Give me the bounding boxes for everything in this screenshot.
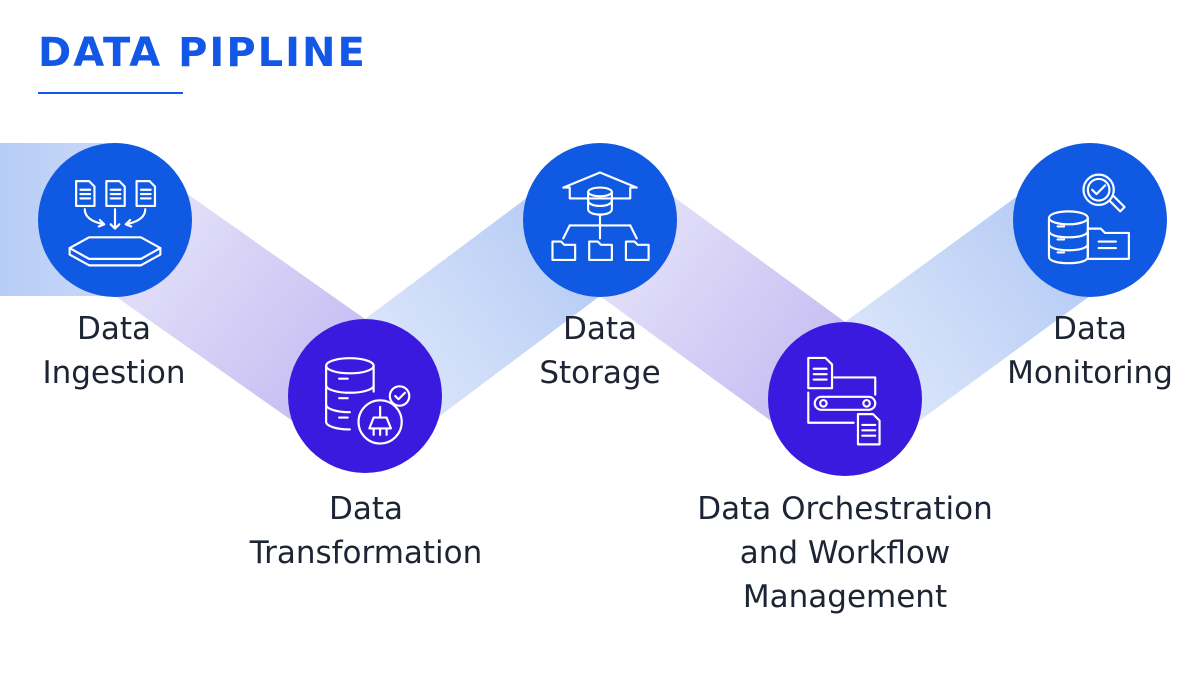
- stage-label-line: Management: [742, 579, 948, 615]
- stage-label-storage: Data Storage: [539, 307, 660, 395]
- stage-node-transformation: [288, 319, 442, 473]
- database-hierarchy-folders-icon: [551, 171, 650, 262]
- workflow-documents-icon: [807, 356, 881, 446]
- stage-label-line: Data: [1052, 311, 1128, 347]
- stage-label-transformation: Data Transformation: [250, 487, 483, 575]
- documents-into-tray-icon: [68, 180, 162, 267]
- stage-label-orchestration: Data Orchestration and Workflow Manageme…: [697, 487, 993, 619]
- title-underline: [38, 92, 183, 94]
- stage-node-monitoring: [1013, 143, 1167, 297]
- stage-label-line: Ingestion: [42, 355, 186, 391]
- stage-label-line: Data: [76, 311, 152, 347]
- stage-node-ingestion: [38, 143, 192, 297]
- database-cleaning-icon: [325, 357, 411, 445]
- stage-label-line: Data Orchestration: [697, 491, 993, 527]
- stage-label-line: Storage: [539, 355, 661, 391]
- database-magnifier-icon: [1047, 173, 1130, 265]
- stage-label-line: and Workflow: [739, 535, 951, 571]
- stage-label-line: Data: [562, 311, 638, 347]
- stage-label-ingestion: Data Ingestion: [42, 307, 185, 395]
- stage-node-storage: [523, 143, 677, 297]
- page-title: DATA PIPLINE: [38, 30, 367, 76]
- stage-label-line: Transformation: [249, 535, 483, 571]
- stage-node-orchestration: [768, 322, 922, 476]
- stage-label-line: Data: [328, 491, 404, 527]
- stage-label-monitoring: Data Monitoring: [1007, 307, 1173, 395]
- stage-label-line: Monitoring: [1007, 355, 1173, 391]
